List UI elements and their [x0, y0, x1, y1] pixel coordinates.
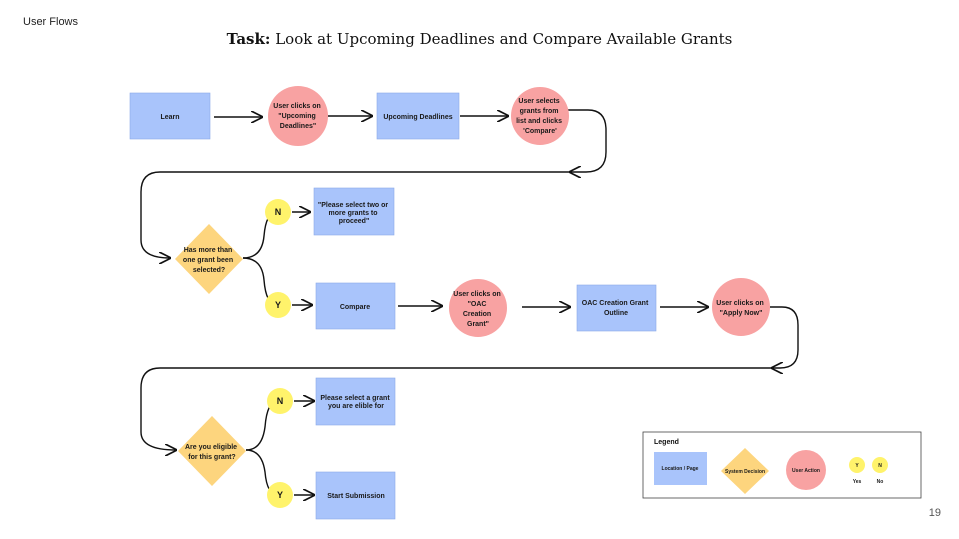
node-learn: Learn [129, 92, 211, 140]
connector-row2-to-decision [140, 171, 572, 258]
task-title: Task: Look at Upcoming Deadlines and Com… [0, 30, 959, 48]
yes-marker-2: Y [267, 482, 293, 508]
node-click-apply-label: User clicks on "Apply Now" [716, 300, 765, 317]
legend: Legend Location / Page System Decision U… [642, 431, 922, 499]
no-marker-2: N [267, 388, 293, 414]
node-select-eligible-message: Please select a grant you are elible for [315, 377, 396, 426]
node-compare: Compare [315, 282, 396, 330]
connector-row4-to-decision [140, 367, 774, 450]
legend-action-swatch [786, 450, 826, 490]
legend-no-label: No [877, 479, 884, 485]
node-oac-outline-label: OAC Creation Grant Outline [582, 300, 650, 317]
node-oac-outline: OAC Creation Grant Outline [576, 284, 657, 332]
node-click-upcoming-label: User clicks on "Upcoming Deadlines" [273, 103, 322, 130]
connector-row1-to-row2 [568, 109, 607, 172]
node-click-oac-label: User clicks on "OAC Creation Grant" [453, 291, 502, 328]
node-click-oac: User clicks on "OAC Creation Grant" [449, 279, 507, 337]
svg-text:Y: Y [275, 300, 281, 310]
section-label: User Flows [23, 16, 79, 28]
legend-yes-swatch [849, 457, 865, 473]
yes-marker-1: Y [265, 292, 291, 318]
legend-yes-label: Yes [853, 479, 862, 485]
node-learn-label: Learn [160, 114, 179, 121]
node-select-two-message: "Please select two or more grants to pro… [313, 187, 395, 236]
node-click-upcoming: User clicks on "Upcoming Deadlines" [268, 86, 328, 146]
page-number: 19 [928, 507, 941, 519]
svg-text:Y: Y [277, 490, 283, 500]
connector-row3-to-row4 [770, 306, 799, 368]
legend-location-label: Location / Page [662, 466, 699, 472]
node-compare-label: Compare [340, 304, 370, 311]
node-start-submission-label: Start Submission [327, 493, 385, 500]
svg-text:N: N [275, 207, 282, 217]
legend-no-symbol: N [878, 463, 882, 469]
legend-yes-symbol: Y [855, 463, 859, 469]
decision-eligible: Are you eligible for this grant? [178, 416, 246, 486]
task-prefix: Task: [226, 30, 271, 48]
legend-location-swatch [654, 452, 707, 485]
legend-decision-label: System Decision [725, 469, 765, 475]
node-select-two-label: "Please select two or more grants to pro… [318, 202, 390, 225]
legend-no-swatch [872, 457, 888, 473]
node-select-grants: User selects grants from list and clicks… [511, 87, 569, 145]
node-start-submission: Start Submission [315, 471, 396, 520]
node-upcoming-deadlines-label: Upcoming Deadlines [383, 114, 452, 121]
decision-eligible-label: Are you eligible for this grant? [185, 444, 239, 461]
legend-decision-swatch [721, 448, 769, 494]
no-marker-1: N [265, 199, 291, 225]
node-click-apply: User clicks on "Apply Now" [712, 278, 770, 336]
node-select-grants-label: User selects grants from list and clicks… [516, 98, 564, 135]
decision-grants-selected-label: Has more than one grant been selected? [183, 247, 235, 274]
decision-grants-selected: Has more than one grant been selected? [175, 224, 243, 294]
svg-text:N: N [277, 396, 284, 406]
node-select-eligible-label: Please select a grant you are elible for [320, 395, 391, 410]
legend-action-label: User Action [792, 468, 820, 474]
legend-title: Legend [654, 439, 679, 446]
task-text: Look at Upcoming Deadlines and Compare A… [275, 30, 733, 48]
node-upcoming-deadlines: Upcoming Deadlines [376, 92, 460, 140]
